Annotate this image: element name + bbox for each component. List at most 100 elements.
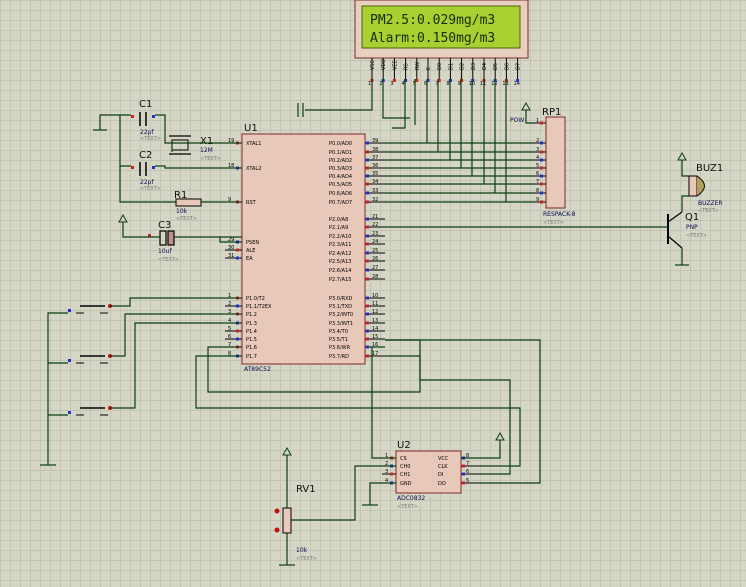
rp1-pow: POW <box>510 117 524 124</box>
mcu-pin-number: 33 <box>372 188 378 194</box>
mcu-pin-number: 35 <box>372 171 378 177</box>
lcd-pin-label: D5 <box>493 63 499 70</box>
svg-text:R1: R1 <box>174 190 187 201</box>
svg-text:X1: X1 <box>200 136 213 147</box>
mcu-pin-name: P2.0/A8 <box>329 217 348 223</box>
svg-text:<TEXT>: <TEXT> <box>686 233 707 239</box>
rp1-pin-number: 3 <box>536 147 539 153</box>
adc-pin-number: 3 <box>385 469 388 475</box>
wires <box>40 79 689 566</box>
rp1-pin-number: 2 <box>536 138 539 144</box>
svg-text:Q1: Q1 <box>685 212 699 223</box>
mcu-pin-name: P0.1/AD1 <box>329 150 352 156</box>
lcd-pin-label: D7 <box>516 63 522 70</box>
mcu-pin-name: P1.0/T2 <box>246 296 265 302</box>
mcu-ref: U1 <box>244 123 258 134</box>
mcu-pin-number: 5 <box>228 326 231 332</box>
mcu-pin-number: 32 <box>372 197 378 203</box>
rp1-pin-number: 8 <box>536 188 539 194</box>
lcd-pin-label: D2 <box>460 63 466 70</box>
adc-part: ADC0832 <box>397 495 425 502</box>
mcu-pin-name: P3.0/RXD <box>329 296 353 302</box>
mcu-pin-name: P1.3 <box>246 321 257 327</box>
mcu-pin-name: P2.7/A15 <box>329 277 351 283</box>
mcu-pin-name: P0.6/AD6 <box>329 191 352 197</box>
lcd-pin-number: 4 <box>402 81 405 87</box>
adc-pin-name: VCC <box>438 456 449 462</box>
adc-pin-number: 6 <box>466 469 469 475</box>
mcu-pin-name: P3.4/T0 <box>329 329 348 335</box>
lcd-pin-number: 8 <box>446 81 449 87</box>
buzzer-buz1[interactable]: BUZ1 BUZZER <TEXT> <box>688 163 723 214</box>
mcu-pin-number: 16 <box>372 342 378 348</box>
lcd-pin-label: D0 <box>437 63 443 70</box>
svg-text:<TEXT>: <TEXT> <box>140 136 161 142</box>
rp1-pin-number: 5 <box>536 163 539 169</box>
capacitor-c3[interactable]: C3 10uf <TEXT> <box>148 220 179 263</box>
mcu-pin-number: 34 <box>372 179 378 185</box>
lcd-pin-label: D4 <box>482 63 488 70</box>
mcu-pin-number: 21 <box>372 214 378 220</box>
rp1-part: RESPACK-8 <box>543 211 576 218</box>
push-button-3[interactable] <box>68 406 112 416</box>
lcd-display[interactable]: PM2.5:0.029mg/m3 Alarm:0.150mg/m3 VSS1VD… <box>354 0 529 87</box>
potentiometer-rv1[interactable]: RV1 10k <TEXT> <box>274 484 317 562</box>
adc-pin-number: 2 <box>385 461 388 467</box>
lcd-pin-label: D3 <box>471 63 477 70</box>
crystal-x1[interactable]: X1 12M <TEXT> <box>169 135 221 162</box>
svg-text:<TEXT>: <TEXT> <box>698 208 719 214</box>
mcu-pin-number: 6 <box>228 334 231 340</box>
mcu-pin-number: 29 <box>228 237 234 243</box>
svg-text:10uf: 10uf <box>158 248 172 255</box>
svg-text:RV1: RV1 <box>296 484 316 495</box>
mcu-pin-name: P3.2/INT0 <box>329 312 353 318</box>
mcu-pin-name: P3.5/T1 <box>329 337 348 343</box>
adc-pin-name: CLK <box>438 464 448 470</box>
rp1-pin-number: 4 <box>536 155 539 161</box>
mcu-pin-number: 13 <box>372 318 378 324</box>
adc-pin-number: 4 <box>385 478 388 484</box>
mcu-pin-name: P2.4/A12 <box>329 251 351 257</box>
mcu-pin-name: EA <box>246 256 253 262</box>
svg-text:<TEXT>: <TEXT> <box>158 257 179 263</box>
mcu-pin-number: 24 <box>372 239 378 245</box>
mcu-pin-number: 14 <box>372 326 378 332</box>
lcd-line-2: Alarm:0.150mg/m3 <box>370 31 495 46</box>
mcu-pin-name: P2.1/A9 <box>329 225 348 231</box>
capacitor-c2[interactable]: C2 22pf <TEXT> <box>131 150 161 192</box>
mcu-pin-name: P2.3/A11 <box>329 242 351 248</box>
lcd-pin-label: D1 <box>448 63 454 70</box>
capacitor-c1[interactable]: C1 22pf <TEXT> <box>131 99 161 142</box>
mcu-pin-name: P1.7 <box>246 354 257 360</box>
mcu-pin-number: 1 <box>228 293 231 299</box>
mcu-pin-number: 4 <box>228 318 231 324</box>
mcu-pin-number: 3 <box>228 309 231 315</box>
lcd-pin-label: VEE <box>392 60 398 70</box>
mcu-pin-name: P3.1/TXD <box>329 304 352 310</box>
adc-pin-name: DO <box>438 481 446 487</box>
lcd-pin-number: 5 <box>413 81 416 87</box>
push-button-1[interactable] <box>68 304 112 314</box>
adc-pin-number: 5 <box>466 478 469 484</box>
mcu-pin-number: 10 <box>372 293 378 299</box>
lcd-pin-label: D6 <box>504 63 510 70</box>
mcu-pin-number: 31 <box>228 253 234 259</box>
mcu-pin-name: P1.1/T2EX <box>246 304 272 310</box>
push-button-2[interactable] <box>68 354 112 364</box>
svg-text:BUZZER: BUZZER <box>698 200 723 207</box>
lcd-pin-label: VDD <box>381 59 387 70</box>
resistor-r1[interactable]: R1 10k <TEXT> <box>174 190 202 222</box>
mcu-pin-name: P0.7/AD7 <box>329 200 352 206</box>
svg-text:C2: C2 <box>139 150 152 161</box>
lcd-pin-label: E <box>426 67 432 70</box>
mcu-pin-name: ALE <box>246 248 255 254</box>
lcd-pin-number: 3 <box>390 81 393 87</box>
transistor-q1[interactable]: Q1 PNP <TEXT> <box>667 211 707 249</box>
mcu-pin-number: 15 <box>372 334 378 340</box>
mcu-part: AT89C52 <box>244 366 271 373</box>
